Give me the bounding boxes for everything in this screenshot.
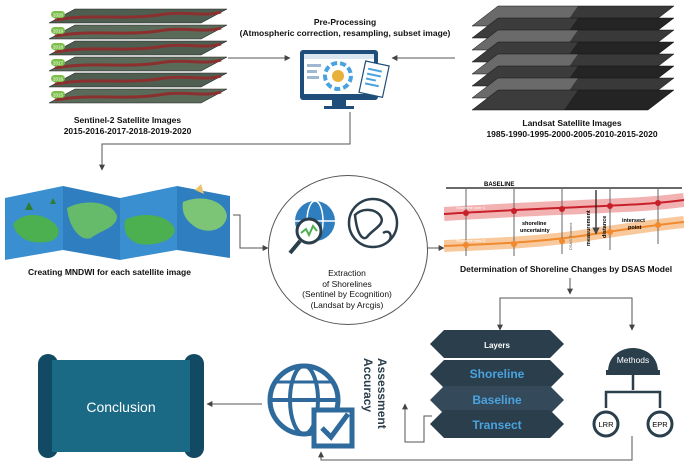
- sentinel-layer-2018: 2018: [48, 40, 228, 56]
- dsas-caption: Determination of Shoreline Changes by DS…: [460, 264, 673, 274]
- arrow-preprocessing-to-mndwi: [99, 112, 351, 171]
- dsas-intersect-label-1: intersect: [622, 218, 645, 224]
- method-lrr-label: LRR: [598, 420, 614, 429]
- layers-stack: Layers Shoreline Baseline Transect: [430, 330, 564, 438]
- extraction-line3: (Sentinel by Ecognition): [302, 289, 392, 299]
- landsat-caption: Landsat Satellite Images 1985-1990-1995-…: [462, 118, 682, 140]
- preprocessing-title: Pre-Processing: [313, 17, 377, 27]
- method-epr-node: [646, 410, 674, 438]
- dsas-baseline-label: BASELINE: [484, 182, 514, 188]
- folded-map-icon: [5, 184, 230, 260]
- sentinel-layer-2019: 2019: [48, 24, 228, 40]
- extraction-line4: (Landsat by Arcgis): [310, 299, 384, 310]
- computer-monitor-icon: [300, 50, 390, 109]
- conclusion-label: Conclusion: [86, 399, 155, 415]
- sentinel-year-badge: 2017: [53, 61, 64, 66]
- arrow-methods-to-accuracy: [318, 436, 633, 461]
- layer-baseline-label: Baseline: [472, 393, 522, 407]
- layer-transect-label: Transect: [472, 418, 521, 432]
- extraction-line2: of Shorelines: [322, 278, 372, 289]
- layer-shoreline-label: Shoreline: [470, 367, 525, 381]
- dsas-measurement-label-1: measurement: [586, 210, 592, 246]
- dsas-transect-diagram: BASELINE Shoreline over 1 Shoreline over…: [444, 182, 684, 256]
- layers-title: Layers: [484, 341, 510, 350]
- dsas-measurement-label-2: distance: [602, 216, 608, 238]
- preprocessing-caption: Pre-Processing (Atmospheric correction, …: [215, 17, 475, 39]
- sentinel-year-badge: 2015: [53, 93, 64, 98]
- methods-tree: Methods LRR EPR: [592, 348, 674, 438]
- globe-check-icon: [267, 363, 355, 449]
- landsat-caption-years: 1985-1990-1995-2000-2005-2010-2015-2020: [486, 129, 658, 139]
- landsat-caption-title: Landsat Satellite Images: [522, 118, 622, 128]
- arrow-mndwi-to-extraction: [233, 214, 269, 251]
- dsas-uncertainty-label-2: uncertainty: [520, 228, 551, 234]
- dsas-shoreline-2-label: Shoreline over 2: [456, 238, 486, 243]
- landsat-image-stack: [468, 2, 678, 120]
- mndwi-caption: Creating MNDWI for each satellite image: [28, 267, 191, 277]
- layers-title-block: [430, 330, 564, 358]
- dsas-transect-label: DSAS Transect: [568, 222, 573, 250]
- preprocessing-subtitle: (Atmospheric correction, resampling, sub…: [239, 28, 451, 38]
- sentinel-year-badge: 2016: [53, 77, 64, 82]
- method-lrr-node: [592, 410, 620, 438]
- arrow-layers-to-accuracy: [402, 403, 432, 443]
- method-epr-label: EPR: [652, 420, 668, 429]
- sentinel-caption-title: Sentinel-2 Satellite Images: [73, 115, 182, 125]
- arrow-split-to-layers: [497, 297, 570, 331]
- methods-title: Methods: [617, 355, 650, 365]
- arrow-split-to-methods: [570, 297, 635, 331]
- sentinel-layer-2017: 2017: [48, 56, 228, 72]
- dsas-intersect-label-2: point: [628, 225, 642, 231]
- dsas-shoreline-1-label: Shoreline over 1: [456, 205, 486, 210]
- layer-baseline-block: [430, 386, 564, 414]
- conclusion-scroll: Conclusion: [38, 354, 204, 458]
- dsas-uncertainty-label-1: shoreline: [522, 221, 546, 227]
- accuracy-assessment-label: Accuracy Assessment: [361, 358, 389, 429]
- extraction-text: Extraction of Shorelines (Sentinel by Ec…: [275, 268, 419, 310]
- sentinel-caption-years: 2015-2016-2017-2018-2019-2020: [63, 126, 192, 136]
- sentinel-layer-2020: 2020: [48, 8, 228, 24]
- extraction-line1: Extraction: [328, 268, 366, 278]
- layer-shoreline-block: [430, 360, 564, 388]
- sentinel-image-stack: 2020 2019 2018 2017 2016 2015: [35, 5, 230, 120]
- layer-transect-block: [430, 410, 564, 438]
- sentinel-year-badge: 2020: [53, 13, 64, 18]
- sentinel-year-badge: 2019: [53, 29, 64, 34]
- sentinel-layer-2015: 2015: [48, 88, 228, 104]
- sentinel-layer-2016: 2016: [48, 72, 228, 88]
- accuracy-line2: Assessment: [375, 358, 389, 429]
- sentinel-caption: Sentinel-2 Satellite Images 2015-2016-20…: [30, 115, 225, 137]
- accuracy-line1: Accuracy: [361, 358, 375, 412]
- globe-search-icon: [288, 197, 399, 255]
- sentinel-year-badge: 2018: [53, 45, 64, 50]
